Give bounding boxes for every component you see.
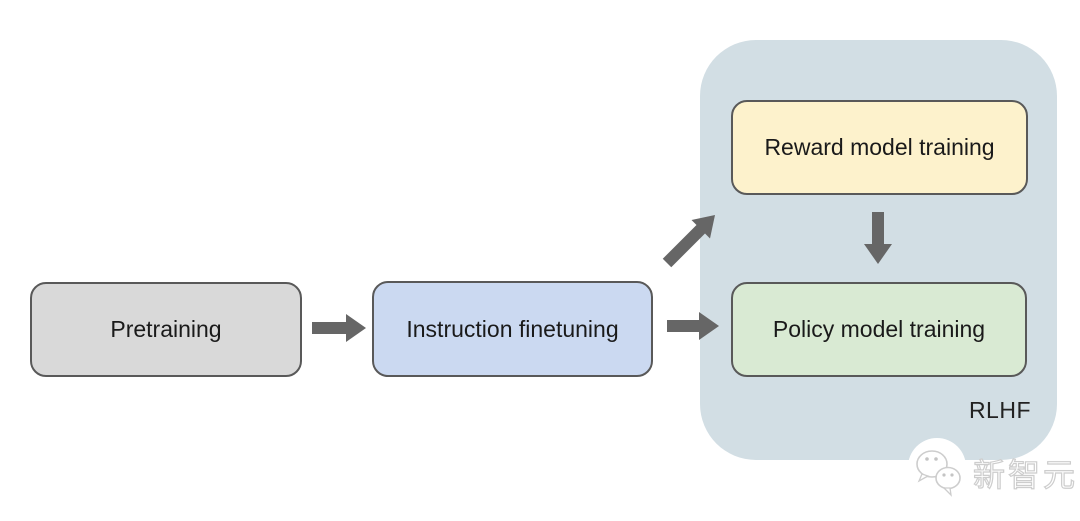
node-pretraining: Pretraining — [30, 282, 302, 377]
node-reward-model-training: Reward model training — [731, 100, 1028, 195]
node-policy-model-training: Policy model training — [731, 282, 1027, 377]
node-policy-model-training-label: Policy model training — [772, 316, 986, 342]
watermark: 新智元 — [905, 438, 1080, 500]
rlhf-group-label: RLHF — [968, 397, 1031, 423]
node-reward-model-training-label: Reward model training — [764, 134, 995, 160]
watermark-brand-text: 新智元 — [972, 456, 1079, 493]
arrow-pretraining-to-instruction-icon — [312, 314, 366, 342]
node-pretraining-label: Pretraining — [110, 316, 222, 342]
node-instruction-finetuning: Instruction finetuning — [372, 281, 653, 377]
wechat-chat-bubbles-icon — [908, 438, 966, 497]
node-instruction-finetuning-label: Instruction finetuning — [406, 315, 619, 342]
